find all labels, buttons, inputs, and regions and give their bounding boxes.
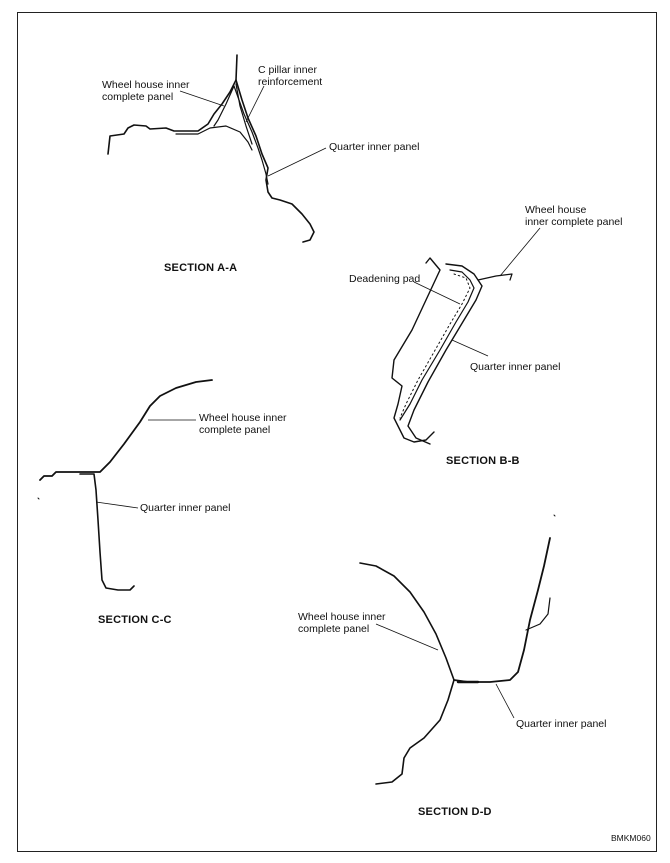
section-bb-title: SECTION B-B	[446, 455, 520, 467]
aa-quarter-label: Quarter inner panel	[329, 141, 420, 153]
section-dd-drawing	[359, 514, 556, 785]
dd-quarter-panel	[453, 537, 551, 683]
dd-wheel-house-panel	[359, 562, 455, 785]
dd-quarter-leader	[495, 683, 515, 719]
bb-deadening-pad	[399, 273, 471, 419]
bb-wheel-house-label: Wheel house inner complete panel	[525, 204, 623, 228]
cc-wheel-house-label: Wheel house inner complete panel	[199, 412, 287, 436]
figure-frame	[17, 12, 657, 852]
bb-quarter-panel-outer	[407, 263, 483, 445]
bb-quarter-leader	[451, 339, 489, 357]
cc-quarter-leader	[95, 501, 139, 509]
cc-small-mark	[37, 497, 40, 500]
aa-c-pillar-reinforcement	[213, 85, 269, 185]
bb-flange	[477, 273, 513, 281]
aa-wheel-house-leader	[179, 90, 225, 107]
section-aa-title: SECTION A-A	[164, 262, 238, 274]
bb-quarter-panel-inner	[399, 269, 475, 421]
aa-c-pillar-label: C pillar inner reinforcement	[258, 64, 323, 88]
dd-wheel-house-label: Wheel house inner complete panel	[298, 611, 386, 635]
section-cc-title: SECTION C-C	[98, 614, 172, 626]
bb-deadening-leader	[413, 281, 461, 305]
section-cc-drawing	[37, 379, 213, 591]
cc-wheel-house-panel	[39, 379, 213, 481]
aa-quarter-leader	[267, 147, 327, 177]
bb-quarter-label: Quarter inner panel	[470, 361, 561, 373]
bb-wheel-house-leader	[499, 227, 541, 277]
section-dd-title: SECTION D-D	[418, 806, 492, 818]
section-aa-drawing	[107, 54, 327, 243]
aa-c-pillar-second-line	[235, 83, 253, 145]
aa-wheel-house-inner-line	[175, 125, 253, 151]
dd-wheel-house-leader	[375, 623, 439, 651]
section-bb-drawing	[391, 227, 541, 445]
dd-quarter-flange	[525, 597, 551, 631]
bb-deadening-label: Deadening pad	[349, 273, 421, 285]
cc-quarter-panel	[79, 473, 135, 591]
aa-wheel-house-panel	[107, 54, 238, 155]
bb-wheel-house-panel	[391, 257, 441, 443]
aa-wheel-house-label: Wheel house inner complete panel	[102, 79, 190, 103]
cc-quarter-label: Quarter inner panel	[140, 502, 231, 514]
aa-c-pillar-leader	[245, 85, 265, 123]
aa-quarter-panel	[235, 79, 315, 243]
dd-small-mark	[553, 514, 556, 517]
figure-code: BMKM060	[611, 833, 651, 843]
dd-quarter-label: Quarter inner panel	[516, 718, 607, 730]
